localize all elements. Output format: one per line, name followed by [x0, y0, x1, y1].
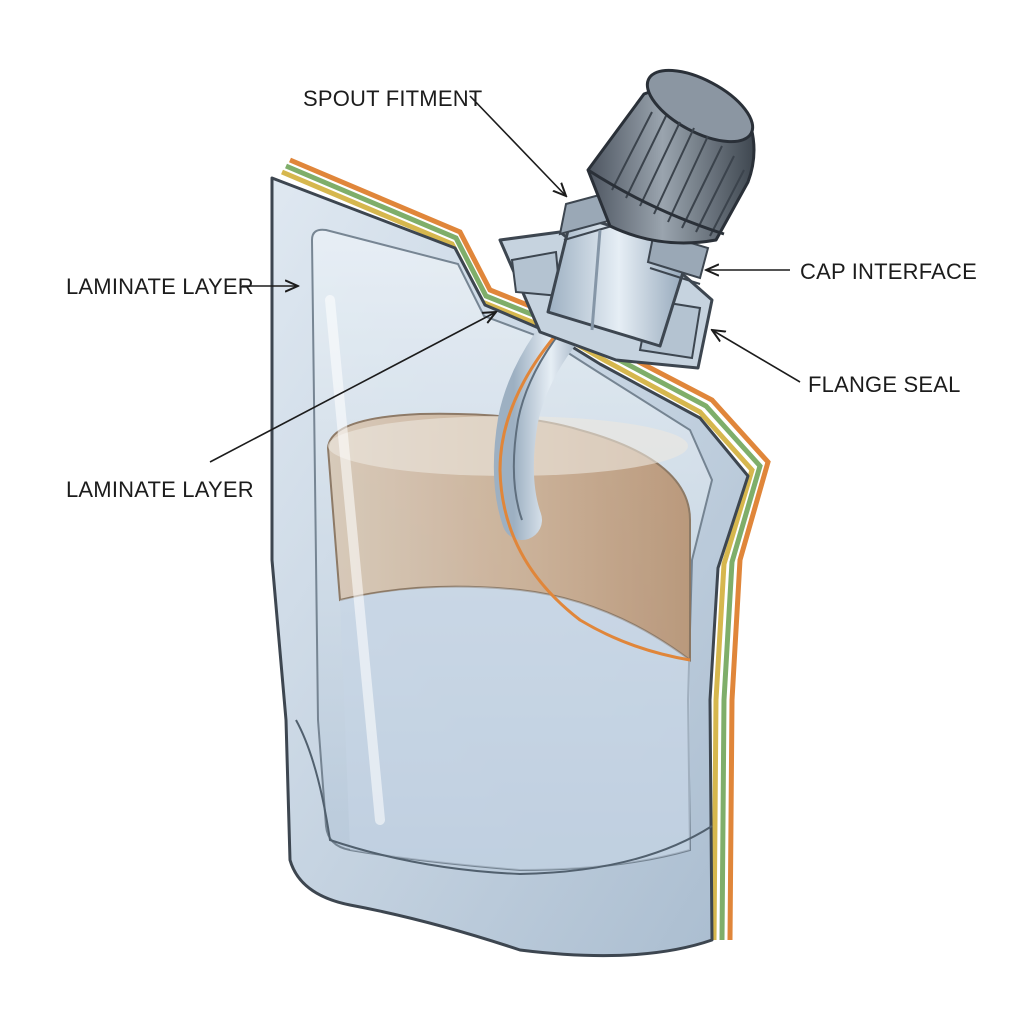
bottom-gusset	[295, 719, 713, 876]
laminate-strip-1	[289, 157, 771, 941]
label-laminate-layer-upper: LAMINATE LAYER	[66, 274, 254, 299]
cap	[586, 68, 756, 245]
label-cap-interface: CAP INTERFACE	[800, 259, 977, 284]
callout-leaders	[209, 95, 801, 463]
tube-outer-laminate	[498, 329, 691, 662]
label-laminate-layer-lower: LAMINATE LAYER	[66, 477, 254, 502]
laminate-strip-2	[285, 163, 763, 941]
leader-flange-seal	[712, 330, 801, 383]
leader-laminate-lower	[209, 312, 496, 463]
pouch-body	[270, 157, 771, 958]
film-highlight	[325, 295, 385, 825]
label-spout-fitment: SPOUT FITMENT	[303, 86, 482, 111]
lower-volume	[340, 586, 690, 870]
label-flange-seal: FLANGE SEAL	[808, 372, 961, 397]
leader-spout-fitment	[469, 95, 566, 196]
